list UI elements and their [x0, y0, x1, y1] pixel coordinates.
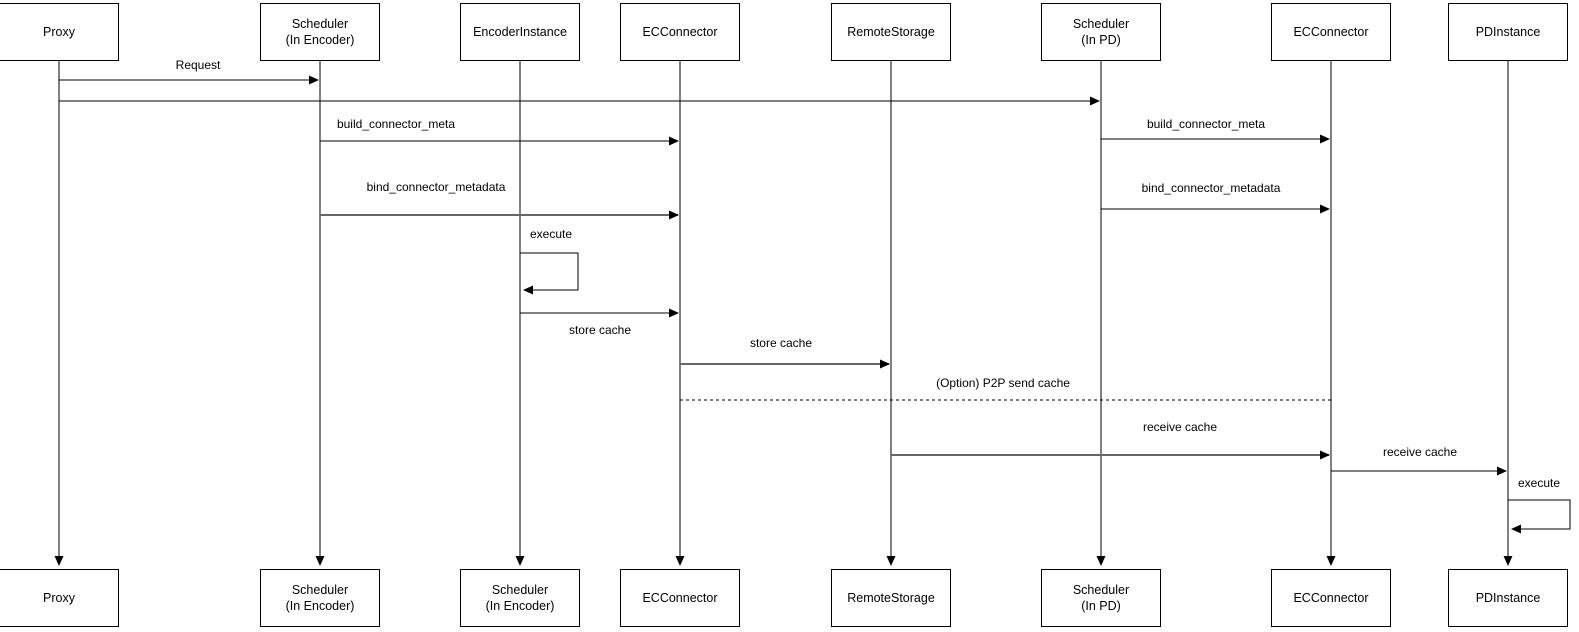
actor-label: EncoderInstance	[473, 25, 567, 39]
actor-label: PDInstance	[1475, 25, 1541, 39]
message-label-build-connector-meta-right: build_connector_meta	[1146, 117, 1266, 131]
actor-box-bottom-scheduler-encoder-2: Scheduler (In Encoder)	[460, 569, 580, 627]
actor-box-bottom-ecconnector: ECConnector	[620, 569, 740, 627]
actor-label: Scheduler (In PD)	[1072, 583, 1130, 613]
actor-label: Scheduler (In Encoder)	[285, 583, 355, 613]
message-label-receive-cache-2: receive cache	[1382, 445, 1458, 459]
message-label-receive-cache-1: receive cache	[1142, 420, 1218, 434]
message-label-store-cache-2: store cache	[749, 336, 813, 350]
actor-label: Scheduler (In Encoder)	[285, 17, 355, 47]
actor-box-top-pd-instance: PDInstance	[1448, 3, 1568, 61]
message-label-execute-encoder: execute	[529, 227, 573, 241]
message-label-bind-connector-metadata-right: bind_connector_metadata	[1141, 181, 1281, 195]
actor-box-bottom-ecconnector-2: ECConnector	[1271, 569, 1391, 627]
actor-box-top-scheduler-encoder: Scheduler (In Encoder)	[260, 3, 380, 61]
actor-box-bottom-proxy: Proxy	[0, 569, 119, 627]
actor-label: Proxy	[43, 25, 75, 39]
actor-label: ECConnector	[1293, 591, 1369, 605]
actor-label: Scheduler (In Encoder)	[485, 583, 555, 613]
actor-box-bottom-scheduler-encoder: Scheduler (In Encoder)	[260, 569, 380, 627]
message-label-bind-connector-metadata-left: bind_connector_metadata	[366, 180, 506, 194]
actor-box-top-remote-storage: RemoteStorage	[831, 3, 951, 61]
actor-label: ECConnector	[642, 25, 718, 39]
actor-label: Scheduler (In PD)	[1072, 17, 1130, 47]
actor-box-top-ecconnector: ECConnector	[620, 3, 740, 61]
message-label-p2p-send-cache: (Option) P2P send cache	[936, 376, 1070, 390]
message-label-execute-pd: execute	[1517, 476, 1561, 490]
message-arrows	[59, 75, 1571, 534]
actor-label: RemoteStorage	[847, 25, 935, 39]
actor-box-bottom-pd-instance: PDInstance	[1448, 569, 1568, 627]
actor-box-top-ecconnector-2: ECConnector	[1271, 3, 1391, 61]
actor-label: RemoteStorage	[847, 591, 935, 605]
message-label-request: Request	[175, 58, 221, 72]
actor-box-bottom-remote-storage: RemoteStorage	[831, 569, 951, 627]
actor-box-bottom-scheduler-pd: Scheduler (In PD)	[1041, 569, 1161, 627]
actor-label: Proxy	[43, 591, 75, 605]
message-label-build-connector-meta-left: build_connector_meta	[336, 117, 456, 131]
actor-box-top-proxy: Proxy	[0, 3, 119, 61]
actor-label: ECConnector	[642, 591, 718, 605]
actor-box-top-scheduler-pd: Scheduler (In PD)	[1041, 3, 1161, 61]
message-label-store-cache-1: store cache	[568, 323, 632, 337]
actor-label: PDInstance	[1475, 591, 1541, 605]
actor-box-top-encoder-instance: EncoderInstance	[460, 3, 580, 61]
actor-label: ECConnector	[1293, 25, 1369, 39]
lifelines	[54, 61, 1513, 566]
